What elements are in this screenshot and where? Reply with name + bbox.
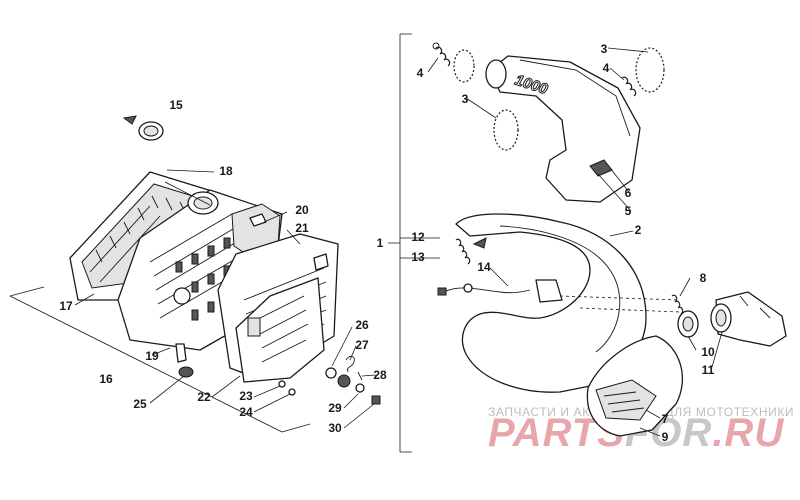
- latch-hardware: [325, 355, 381, 405]
- callout-16: 16: [99, 372, 113, 386]
- callout-23: 23: [239, 389, 253, 403]
- callout-30: 30: [328, 421, 342, 435]
- callout-28: 28: [373, 368, 387, 382]
- screw-washer-small: [278, 380, 296, 396]
- callout-2: 2: [635, 223, 642, 237]
- spring-manifold: [671, 294, 684, 315]
- callout-8: 9: [662, 430, 669, 444]
- expansion-chamber: [455, 213, 681, 393]
- callout-1: 1: [377, 236, 384, 250]
- callout-6: 6: [625, 186, 632, 200]
- callout-22: 22: [197, 390, 211, 404]
- callout-3-right: 3: [601, 42, 608, 56]
- callout-15: 15: [169, 98, 183, 112]
- heat-shield: 1000: [485, 55, 641, 203]
- arrow-marker-icon: [122, 115, 137, 125]
- callout-17: 17: [59, 299, 73, 313]
- leader-lines: [74, 47, 723, 437]
- callout-26: 26: [355, 318, 369, 332]
- arrow-marker-icon-2: [472, 237, 487, 249]
- callout-13: 13: [411, 250, 425, 264]
- gasket-ring: [677, 310, 699, 338]
- clamp-top-left: [453, 49, 475, 83]
- spring-chamber: [455, 238, 471, 265]
- callout-12: 12: [411, 230, 425, 244]
- callout-19: 19: [145, 349, 159, 363]
- spring-upper-right: [621, 76, 637, 97]
- callout-10: 10: [701, 345, 715, 359]
- intake-boot: [187, 191, 219, 215]
- clamp-top-right: [635, 47, 665, 93]
- callout-20: 20: [295, 203, 309, 217]
- callout-18: 18: [219, 164, 233, 178]
- callout-29: 29: [328, 401, 342, 415]
- callout-21: 21: [295, 221, 309, 235]
- callout-14: 14: [477, 260, 491, 274]
- callout-9: 8: [700, 271, 707, 285]
- spring-upper-left: [432, 42, 451, 67]
- grommet-part: [122, 115, 164, 141]
- callout-5: 5: [625, 204, 632, 218]
- callout-4-left: 4: [417, 66, 424, 80]
- callout-7: 7: [662, 412, 669, 426]
- callout-11: 11: [702, 363, 715, 377]
- callout-4-right: 4: [603, 61, 610, 75]
- airbox-cover: [235, 277, 325, 383]
- muffler-tail: [586, 335, 684, 437]
- assembly-bracket-right: [388, 33, 440, 453]
- callout-27: 27: [355, 338, 369, 352]
- callout-3-left: 3: [462, 92, 469, 106]
- callout-25: 25: [133, 397, 147, 411]
- callout-24: 24: [239, 405, 253, 419]
- clamp-middle-left: [493, 109, 519, 151]
- assembly-bracket-left: [9, 286, 311, 433]
- exhaust-manifold: [710, 291, 787, 347]
- drain-plug: [178, 366, 194, 378]
- sensor-cable: [437, 283, 531, 296]
- callouts: 15 18 20 21 17 19 16 25 22 23 24 26 27 2…: [59, 42, 715, 444]
